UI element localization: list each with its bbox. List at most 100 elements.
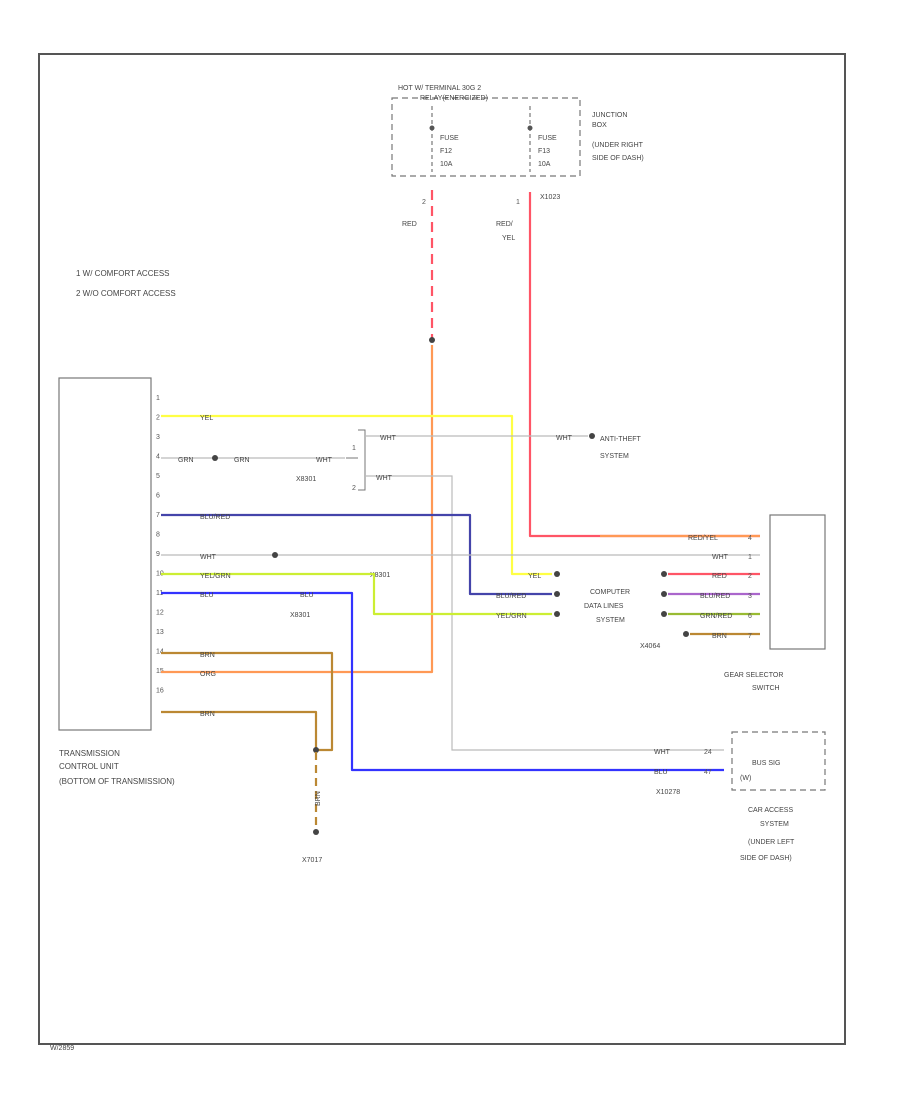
diagram-frame: [38, 53, 846, 1045]
gear-pin-7: 7: [748, 633, 752, 640]
car-access-label-3: (UNDER LEFT: [748, 839, 795, 846]
fuse-left-label-1: FUSE: [440, 135, 459, 142]
car-access-pin-47: 47: [704, 769, 712, 776]
car-access-system: [731, 731, 826, 791]
junction-box: [391, 97, 581, 177]
splice-wht: [272, 552, 278, 558]
anti-theft-label-1: ANTI-THEFT: [600, 436, 642, 443]
wire-label-wht-anti: WHT: [380, 435, 397, 442]
computer-data-label-3: SYSTEM: [596, 617, 625, 624]
wire-label-wht-car-src: WHT: [376, 475, 393, 482]
junction-label-4: SIDE OF DASH): [592, 155, 644, 162]
gear-pin-3: 3: [748, 593, 752, 600]
wire-label-red-yel: RED/YEL: [688, 535, 718, 542]
data-terminal-6: [661, 611, 667, 617]
splice-grn: [212, 455, 218, 461]
gear-pin-6: 6: [748, 613, 752, 620]
gear-pin-2: 2: [748, 573, 752, 580]
car-access-bus: BUS SIG: [752, 760, 780, 767]
tcu-pin-7: 7: [156, 512, 160, 519]
anti-theft-label-2: SYSTEM: [600, 453, 629, 460]
junction-label-1: JUNCTION: [592, 112, 627, 119]
tcu-label-1: TRANSMISSION: [59, 749, 120, 758]
data-terminal-4: [661, 571, 667, 577]
wire-brn-1: [161, 651, 334, 752]
legend-item-2: 2 W/O COMFORT ACCESS: [76, 289, 176, 298]
hot-label-2: RELAY(ENERGIZED): [420, 95, 488, 102]
fuse-left-pin: 2: [422, 199, 426, 206]
tcu-pin-16: 16: [156, 688, 164, 695]
car-access-bus2: (W): [740, 775, 751, 782]
wire-label-blu-red-c: BLU/RED: [496, 593, 526, 600]
wire-label-yel-c: YEL: [528, 573, 541, 580]
wire-label-red-yel-fuse-1: RED/: [496, 221, 513, 228]
gear-pin-4: 4: [748, 535, 752, 542]
tcu-pin-8: 8: [156, 532, 160, 539]
car-access-label-1: CAR ACCESS: [748, 807, 793, 814]
connector-x8301: X8301: [296, 476, 316, 483]
car-access-label-4: SIDE OF DASH): [740, 855, 792, 862]
legend-item-1: 1 W/ COMFORT ACCESS: [76, 269, 170, 278]
wire-label-wht-anti2: WHT: [556, 435, 573, 442]
gear-connector: X4064: [640, 643, 660, 650]
fuse-left-terminal: [429, 125, 435, 131]
tcu-pin-15: 15: [156, 668, 164, 675]
anti-theft-terminal: [589, 433, 595, 439]
option-mark-1: 1: [352, 445, 356, 452]
option-bracket: [346, 429, 366, 491]
wire-label-wht-r: WHT: [712, 554, 729, 561]
wire-yel-grn: [161, 572, 552, 616]
tcu-pin-12: 12: [156, 610, 164, 617]
car-access-label-2: SYSTEM: [760, 821, 789, 828]
wire-label-brn-r: BRN: [712, 633, 727, 640]
wire-label-blu: BLU: [200, 592, 214, 599]
ground-label: X7017: [302, 857, 322, 864]
fuse-right-terminal: [527, 125, 533, 131]
wire-label-brn2: BRN: [200, 711, 215, 718]
tcu-pin-13: 13: [156, 629, 164, 636]
wire-yel: [161, 414, 552, 576]
tcu-pin-9: 9: [156, 551, 160, 558]
wire-label-grn: GRN: [178, 457, 194, 464]
splice-red-org: [429, 337, 435, 343]
wire-red-yel: [528, 192, 760, 538]
wire-label-wht-tcu: WHT: [200, 554, 217, 561]
wire-label-grn2: GRN: [234, 457, 250, 464]
connector-x8301c: X8301: [290, 612, 310, 619]
tcu-pin-2: 2: [156, 415, 160, 422]
wire-label-blu-car: BLU: [654, 769, 668, 776]
wire-label-red-r: RED: [712, 573, 727, 580]
gear-selector-label-1: GEAR SELECTOR: [724, 672, 783, 679]
wire-label-brn3: BRN: [315, 791, 322, 806]
fuse-right-pin: 1: [516, 199, 520, 206]
tcu-label-3: (BOTTOM OF TRANSMISSION): [59, 777, 175, 786]
hot-label-1: HOT W/ TERMINAL 30G 2: [398, 85, 481, 92]
wire-org: [161, 345, 434, 674]
car-access-pin-24: 24: [704, 749, 712, 756]
brn-gear-terminal: [683, 631, 689, 637]
gear-selector-switch: [769, 514, 826, 650]
tcu-pin-1: 1: [156, 395, 160, 402]
wire-label-red-yel-fuse-2: YEL: [502, 235, 515, 242]
car-access-connector: X10278: [656, 789, 680, 796]
tcu-pin-11: 11: [156, 590, 163, 597]
tcu-label-2: CONTROL UNIT: [59, 762, 119, 771]
tcu-pin-3: 3: [156, 434, 160, 441]
option-mark-2: 2: [352, 485, 356, 492]
gear-selector-label-2: SWITCH: [752, 685, 780, 692]
tcu-pin-14: 14: [156, 649, 164, 656]
data-terminal-2: [554, 591, 560, 597]
wire-label-yel-grn-c: YEL/GRN: [496, 613, 527, 620]
wire-label-red-fuse: RED: [402, 221, 417, 228]
wire-label-grn-red-r: GRN/RED: [700, 613, 732, 620]
connector-x8301b: X8301: [370, 572, 390, 579]
footer-code: W/2859: [50, 1045, 74, 1052]
fuse-left-label-2: F12: [440, 148, 452, 155]
tcu-pin-6: 6: [156, 493, 160, 500]
fuse-right-label-1: FUSE: [538, 135, 557, 142]
wire-label-yel-grn: YEL/GRN: [200, 573, 231, 580]
tcu-pin-5: 5: [156, 473, 160, 480]
wire-label-yel: YEL: [200, 415, 213, 422]
computer-data-label-2: DATA LINES: [584, 603, 624, 610]
